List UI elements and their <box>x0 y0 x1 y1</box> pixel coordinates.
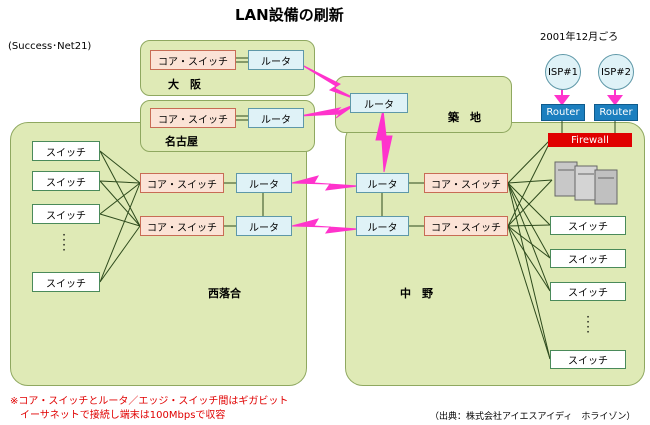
site-tsukiji: 築 地 <box>448 111 481 124</box>
nagoya-core-switch: コア・スイッチ <box>150 108 236 128</box>
nakano-router: ルータ <box>356 173 409 193</box>
nishiochiai-switch: スイッチ <box>32 171 100 191</box>
nishiochiai-switch: スイッチ <box>32 204 100 224</box>
internet-router: Router <box>594 104 638 121</box>
nakano-core-switch: コア・スイッチ <box>424 173 508 193</box>
nagoya-router: ルータ <box>248 108 304 128</box>
nishiochiai-region <box>10 122 307 386</box>
osaka-core-switch: コア・スイッチ <box>150 50 236 70</box>
site-nishiochiai: 西落合 <box>208 287 241 300</box>
site-nagoya: 名古屋 <box>165 135 198 148</box>
site-osaka: 大 阪 <box>168 78 201 91</box>
server-icon <box>554 161 618 205</box>
footnote-line1: ※コア・スイッチとルータ／エッジ・スイッチ間はギガビット <box>10 396 289 407</box>
tsukiji-router: ルータ <box>350 93 408 113</box>
nakano-switch: スイッチ <box>550 282 626 301</box>
ellipsis-vertical-icon: ···· <box>62 228 66 257</box>
nishiochiai-switch: スイッチ <box>32 272 100 292</box>
firewall: Firewall <box>548 133 632 147</box>
isp2-cloud: ISP#2 <box>598 54 634 90</box>
footnote-line2: イーサネットで接続し端末は100Mbpsで収容 <box>10 410 226 421</box>
nakano-switch: スイッチ <box>550 216 626 235</box>
nishiochiai-core-switch: コア・スイッチ <box>140 173 224 193</box>
nishiochiai-router: ルータ <box>236 173 292 193</box>
page-title: LAN設備の刷新 <box>235 6 344 24</box>
nishiochiai-core-switch: コア・スイッチ <box>140 216 224 236</box>
nakano-switch: スイッチ <box>550 249 626 268</box>
osaka-router: ルータ <box>248 50 304 70</box>
nakano-switch: スイッチ <box>550 350 626 369</box>
date-label: 2001年12月ごろ <box>540 32 619 43</box>
internet-router: Router <box>541 104 585 121</box>
company-label: (Success･Net21) <box>8 41 92 52</box>
ellipsis-vertical-icon: ···· <box>586 310 590 339</box>
nishiochiai-switch: スイッチ <box>32 141 100 161</box>
nakano-router: ルータ <box>356 216 409 236</box>
isp1-cloud: ISP#1 <box>545 54 581 90</box>
site-nakano: 中 野 <box>400 287 433 300</box>
nishiochiai-router: ルータ <box>236 216 292 236</box>
nakano-core-switch: コア・スイッチ <box>424 216 508 236</box>
source-credit: （出典：株式会社アイエスアイディ ホライゾン） <box>430 412 636 422</box>
